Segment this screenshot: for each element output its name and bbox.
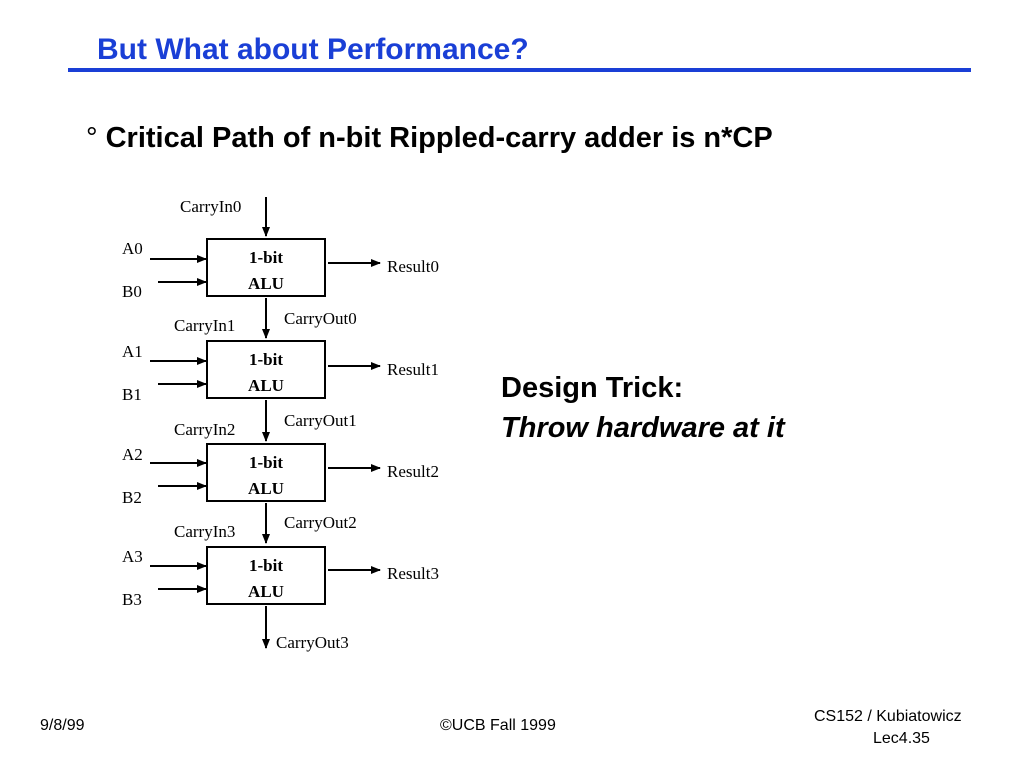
carry-out-label: CarryOut2 — [284, 513, 357, 532]
footer-date: 9/8/99 — [40, 717, 85, 734]
footer-course: CS152 / Kubiatowicz — [814, 708, 962, 725]
result-label: Result3 — [387, 564, 439, 583]
alu-line-2: ALU — [248, 479, 284, 498]
carry-in-0-label: CarryIn0 — [180, 197, 241, 216]
alu-box — [206, 546, 326, 605]
input-a-label: A0 — [122, 239, 143, 258]
title-underline — [68, 68, 971, 72]
alu-box — [206, 238, 326, 297]
alu-line-1: 1-bit — [249, 556, 283, 575]
input-a-label: A1 — [122, 342, 143, 361]
bullet-text: Critical Path of n-bit Rippled-carry add… — [105, 122, 773, 154]
slide-title: But What about Performance? — [97, 33, 529, 66]
alu-line-2: ALU — [248, 274, 284, 293]
alu-box — [206, 443, 326, 502]
input-b-label: B0 — [122, 282, 142, 301]
input-a-label: A3 — [122, 547, 143, 566]
alu-stage-3: A3 B3 1-bit ALU Result3 CarryOut3 — [122, 546, 439, 652]
alu-line-1: 1-bit — [249, 453, 283, 472]
alu-line-2: ALU — [248, 582, 284, 601]
input-b-label: B3 — [122, 590, 142, 609]
input-a-label: A2 — [122, 445, 143, 464]
carry-in-label: CarryIn2 — [174, 420, 235, 439]
alu-box — [206, 340, 326, 399]
carry-out-label: CarryOut3 — [276, 633, 349, 652]
input-b-label: B1 — [122, 385, 142, 404]
result-label: Result0 — [387, 257, 439, 276]
design-trick: Design Trick: Throw hardware at it — [501, 368, 785, 448]
carry-out-label: CarryOut0 — [284, 309, 357, 328]
bullet-mark: ° — [86, 122, 98, 154]
alu-stage-2: A2 B2 1-bit ALU Result2 CarryOut2 CarryI… — [122, 443, 439, 544]
alu-stage-0: A0 B0 1-bit ALU Result0 CarryOut0 CarryI… — [122, 238, 439, 339]
footer-lecture: Lec4.35 — [873, 730, 930, 747]
carry-out-label: CarryOut1 — [284, 411, 357, 430]
alu-line-1: 1-bit — [249, 248, 283, 267]
carry-in-label: CarryIn3 — [174, 522, 235, 541]
alu-line-1: 1-bit — [249, 350, 283, 369]
result-label: Result1 — [387, 360, 439, 379]
alu-line-2: ALU — [248, 376, 284, 395]
result-label: Result2 — [387, 462, 439, 481]
design-trick-subtext: Throw hardware at it — [501, 412, 785, 444]
bullet-point: °Critical Path of n-bit Rippled-carry ad… — [86, 122, 773, 155]
footer-copyright: ©UCB Fall 1999 — [440, 717, 556, 734]
alu-stage-1: A1 B1 1-bit ALU Result1 CarryOut1 CarryI… — [122, 340, 439, 442]
input-b-label: B2 — [122, 488, 142, 507]
design-trick-heading: Design Trick: — [501, 372, 684, 404]
carry-in-label: CarryIn1 — [174, 316, 235, 335]
